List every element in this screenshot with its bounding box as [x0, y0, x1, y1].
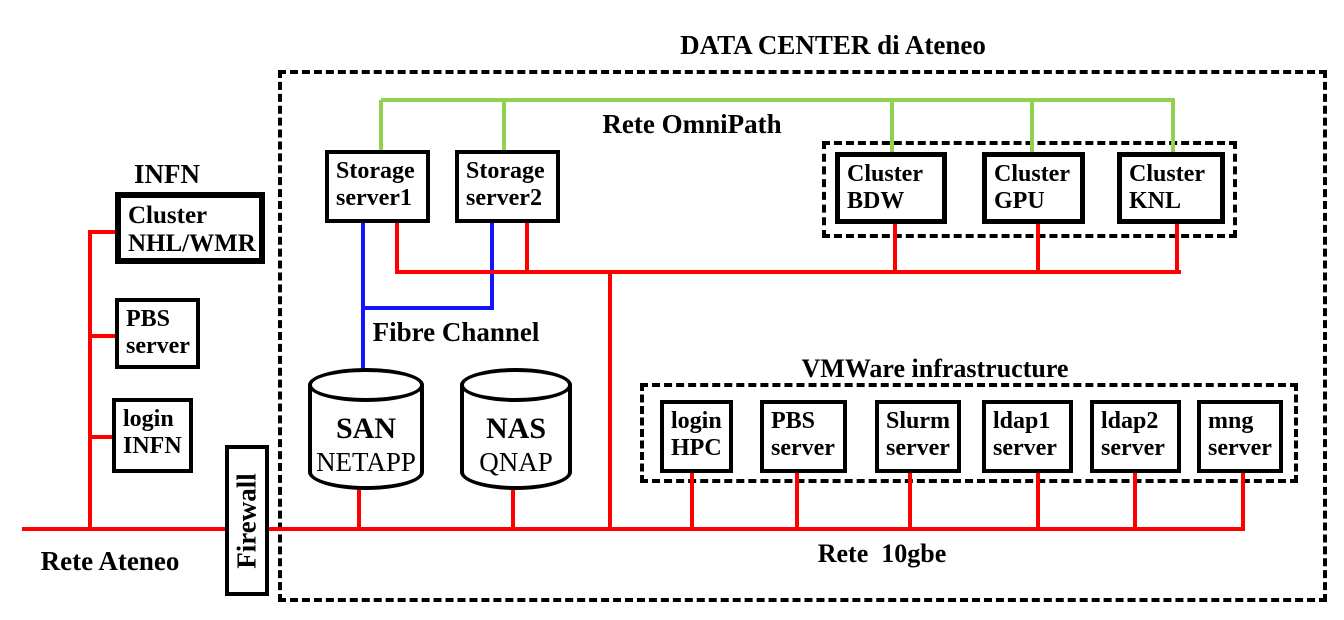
rete-ateneo-label: Rete Ateneo [40, 546, 180, 576]
omnipath-link-storage2 [502, 100, 506, 153]
infn-login-line1: login [123, 406, 174, 432]
vmware-slurm-server-node: Slurm server [875, 400, 961, 473]
infn-branch-cluster [88, 230, 115, 234]
cluster-knl-node: Cluster KNL [1117, 152, 1225, 224]
san-netapp-cylinder: SAN NETAPP [308, 368, 424, 490]
red-link-gpu-drop [1036, 224, 1040, 272]
vmware-ldap1-line1: ldap1 [993, 408, 1051, 434]
red-upper-bus-line [395, 270, 1181, 274]
vmware-login-hpc-line2: HPC [671, 434, 722, 461]
infn-cluster-line1: Cluster [128, 202, 208, 229]
nas-qnap-cylinder: NAS QNAP [460, 368, 572, 490]
infn-cluster-nhl-node: Cluster NHL/WMR [115, 192, 265, 264]
infn-login-line2: INFN [123, 432, 182, 459]
vmware-ldap1-server-node: ldap1 server [982, 400, 1073, 473]
storage2-line2: server2 [466, 184, 542, 211]
cluster-gpu-node: Cluster GPU [982, 152, 1085, 224]
infn-pbs-line2: server [126, 332, 190, 359]
storage1-line1: Storage [336, 158, 415, 184]
storage1-line2: server1 [336, 184, 412, 211]
infn-branch-pbs [88, 334, 115, 338]
vmware-mng-line2: server [1208, 434, 1272, 461]
infn-cluster-line2: NHL/WMR [128, 230, 256, 257]
datacenter-title: DATA CENTER di Ateneo [680, 30, 986, 60]
cluster-group-boundary [822, 141, 1237, 238]
vmware-mng-line1: mng [1208, 408, 1254, 434]
red-link-knl-drop [1175, 224, 1179, 272]
storage2-line1: Storage [466, 158, 545, 184]
red-link-slurm-drop [908, 473, 912, 529]
cluster-bdw-line1: Cluster [847, 161, 923, 187]
vmware-slurm-line1: Slurm [886, 408, 951, 434]
infn-trunk-line [88, 230, 92, 529]
storage-server2-node: Storage server2 [455, 150, 560, 223]
vmware-pbs-line2: server [771, 434, 835, 461]
fibre-channel-label: Fibre Channel [372, 317, 540, 347]
nas-vendor-label: QNAP [479, 446, 553, 477]
vmware-boundary [640, 383, 1298, 483]
fibre-link-storage1-san [361, 222, 365, 372]
cluster-bdw-node: Cluster BDW [835, 152, 947, 224]
omnipath-link-gpu [1030, 100, 1034, 156]
red-link-mng-drop [1241, 473, 1245, 529]
vmware-login-hpc-line1: login [671, 408, 722, 434]
vmware-pbs-line1: PBS [771, 408, 816, 434]
nas-cylinder-top [460, 368, 572, 402]
infn-pbs-server-node: PBS server [115, 298, 200, 369]
cluster-knl-line1: Cluster [1129, 161, 1205, 187]
red-link-storage2-drop [525, 222, 529, 272]
vmware-ldap2-line1: ldap2 [1101, 408, 1159, 434]
vmware-ldap2-server-node: ldap2 server [1090, 400, 1181, 473]
red-link-bdw-drop [893, 224, 897, 272]
infn-pbs-line1: PBS [126, 306, 171, 332]
vmware-ldap1-line2: server [993, 434, 1057, 461]
vmware-login-hpc-node: login HPC [660, 400, 733, 473]
vmware-title: VMWare infrastructure [801, 354, 1069, 383]
omnipath-link-knl [1171, 100, 1175, 156]
red-link-ldap2-drop [1133, 473, 1137, 529]
infn-title: INFN [134, 159, 200, 189]
firewall-label: Firewall [231, 472, 262, 569]
red-link-ldap1-drop [1036, 473, 1040, 529]
storage-server1-node: Storage server1 [325, 150, 430, 223]
omnipath-network-label: Rete OmniPath [602, 109, 782, 139]
cluster-knl-line2: KNL [1129, 187, 1182, 214]
firewall-node: Firewall [225, 445, 269, 596]
cluster-gpu-line2: GPU [994, 187, 1045, 214]
infn-branch-login [88, 435, 113, 439]
red-10gbe-bus-line [22, 527, 1245, 531]
vmware-mng-server-node: mng server [1197, 400, 1283, 473]
omnipath-link-bdw [890, 100, 894, 156]
red-link-storage1-drop [395, 222, 399, 274]
red-link-pbs-drop [795, 473, 799, 529]
fibre-link-storage2-drop [490, 222, 494, 310]
vmware-pbs-server-node: PBS server [760, 400, 847, 473]
fibre-link-horizontal [361, 306, 494, 310]
red-link-loginhpc-drop [690, 473, 694, 529]
datacenter-boundary [278, 70, 1327, 602]
red-link-san-drop [357, 480, 361, 529]
infn-login-node: login INFN [112, 398, 193, 473]
san-cylinder-top [308, 368, 424, 402]
nas-label: NAS [485, 412, 546, 445]
san-vendor-label: NETAPP [316, 446, 416, 477]
omnipath-bus-line [381, 98, 1175, 102]
red-bus-connector [608, 272, 612, 529]
red-link-nas-drop [511, 480, 515, 529]
vmware-slurm-line2: server [886, 434, 950, 461]
vmware-ldap2-line2: server [1101, 434, 1165, 461]
rete-10gbe-label: Rete 10gbe [817, 539, 947, 568]
cluster-bdw-line2: BDW [847, 187, 905, 214]
cluster-gpu-line1: Cluster [994, 161, 1070, 187]
omnipath-link-storage1 [379, 100, 383, 153]
san-label: SAN [335, 412, 396, 445]
